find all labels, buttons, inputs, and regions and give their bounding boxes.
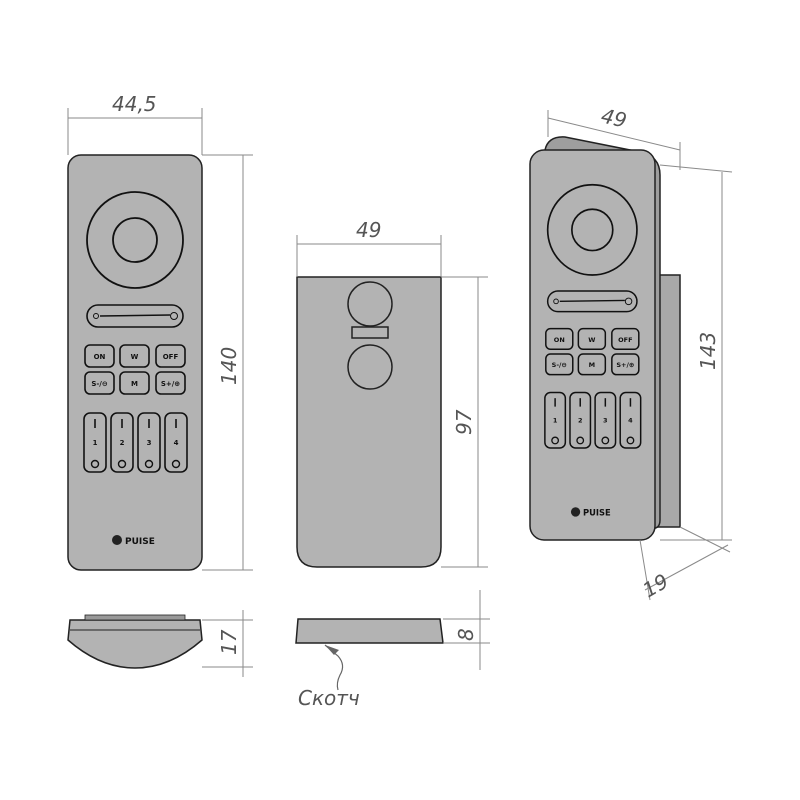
button-label[interactable]: S+/⊕: [616, 361, 634, 369]
sun-large-icon: [170, 312, 178, 320]
remote-button-row2-2[interactable]: S+/⊕: [611, 353, 640, 376]
channel-button-2[interactable]: 3: [594, 391, 617, 449]
remote-button-row1-2[interactable]: OFF: [155, 344, 186, 368]
dim-front-height: 140: [202, 154, 253, 571]
button-label[interactable]: S-/⊖: [552, 361, 567, 369]
channel-label: 3: [603, 417, 608, 425]
channel-label: 4: [174, 439, 179, 447]
channel-button-3[interactable]: 4: [164, 412, 188, 473]
dim-label: 97: [452, 409, 476, 435]
channel-button-1[interactable]: 2: [110, 412, 134, 473]
button-label[interactable]: S+/⊕: [161, 380, 180, 388]
button-label[interactable]: M: [131, 380, 138, 388]
remote-button-row2-0[interactable]: S-/⊖: [84, 371, 115, 395]
remote-button-row2-2[interactable]: S+/⊕: [155, 371, 186, 395]
side-view: [67, 614, 203, 669]
remote-button-row1-1[interactable]: W: [577, 327, 607, 351]
remote-button-row1-2[interactable]: OFF: [611, 327, 640, 351]
brand-logo: PUISE: [583, 508, 611, 518]
slider-track: [99, 314, 171, 317]
channel-button-3[interactable]: 4: [619, 391, 642, 449]
dim-label: 140: [217, 347, 241, 385]
channel-button-1[interactable]: 2: [569, 391, 592, 449]
button-label[interactable]: OFF: [163, 353, 179, 361]
remote-button-row2-0[interactable]: S-/⊖: [545, 353, 574, 376]
button-label[interactable]: ON: [554, 336, 565, 344]
button-label[interactable]: W: [588, 336, 595, 344]
channel-label: 1: [553, 417, 558, 425]
brand-logo: PUISE: [125, 537, 155, 547]
channel-label: 1: [93, 439, 98, 447]
magnet-hole-bottom: [347, 344, 393, 390]
dim-label: 49: [356, 218, 381, 242]
dim-side-depth: 17: [202, 610, 253, 677]
sun-small-icon: [553, 298, 559, 305]
channel-label: 3: [147, 439, 152, 447]
brand-logo-icon: [112, 535, 122, 545]
sun-small-icon: [93, 313, 99, 319]
dim-label: 143: [696, 332, 720, 370]
dim-label: 44,5: [112, 92, 157, 116]
remote-button-row2-1[interactable]: M: [577, 353, 607, 376]
slot: [351, 326, 389, 339]
remote-button-row1-1[interactable]: W: [119, 344, 150, 368]
remote-button-row1-0[interactable]: ON: [84, 344, 115, 368]
magnet-hole-top: [347, 281, 393, 327]
channel-button-2[interactable]: 3: [137, 412, 161, 473]
dim-persp-height: 143: [659, 164, 733, 541]
dim-label: 8: [454, 628, 478, 641]
dim-label: 49: [599, 103, 629, 132]
channel-label: 2: [578, 417, 583, 425]
dim-persp-depth: 19: [639, 526, 731, 603]
back-view: [296, 276, 442, 568]
remote-button-row1-0[interactable]: ON: [545, 327, 574, 351]
wheel-center-button[interactable]: [112, 217, 158, 263]
thin-view: Скотч: [295, 618, 444, 710]
button-label[interactable]: M: [589, 361, 595, 369]
channel-label: 2: [120, 439, 125, 447]
dim-back-depth: 8: [443, 590, 490, 670]
dim-back-width: 49: [296, 218, 442, 277]
button-label[interactable]: W: [131, 353, 139, 361]
slider-track: [559, 299, 625, 303]
channel-button-0[interactable]: 1: [544, 391, 567, 449]
dim-persp-width: 49: [547, 103, 681, 170]
button-label[interactable]: S-/⊖: [91, 380, 107, 388]
channel-label: 4: [628, 417, 633, 425]
button-label[interactable]: ON: [94, 353, 106, 361]
brand-logo-icon: [570, 507, 581, 517]
dim-front-width: 44,5: [67, 92, 203, 155]
dim-label: 19: [639, 569, 673, 603]
wheel-center-button[interactable]: [571, 208, 614, 252]
sun-large-icon: [624, 297, 633, 306]
button-label[interactable]: OFF: [618, 336, 632, 344]
dim-label: 17: [217, 629, 241, 655]
tape-callout-label: Скотч: [298, 686, 360, 710]
dim-back-height: 97: [441, 276, 488, 568]
channel-button-0[interactable]: 1: [83, 412, 107, 473]
remote-button-row2-1[interactable]: M: [119, 371, 150, 395]
